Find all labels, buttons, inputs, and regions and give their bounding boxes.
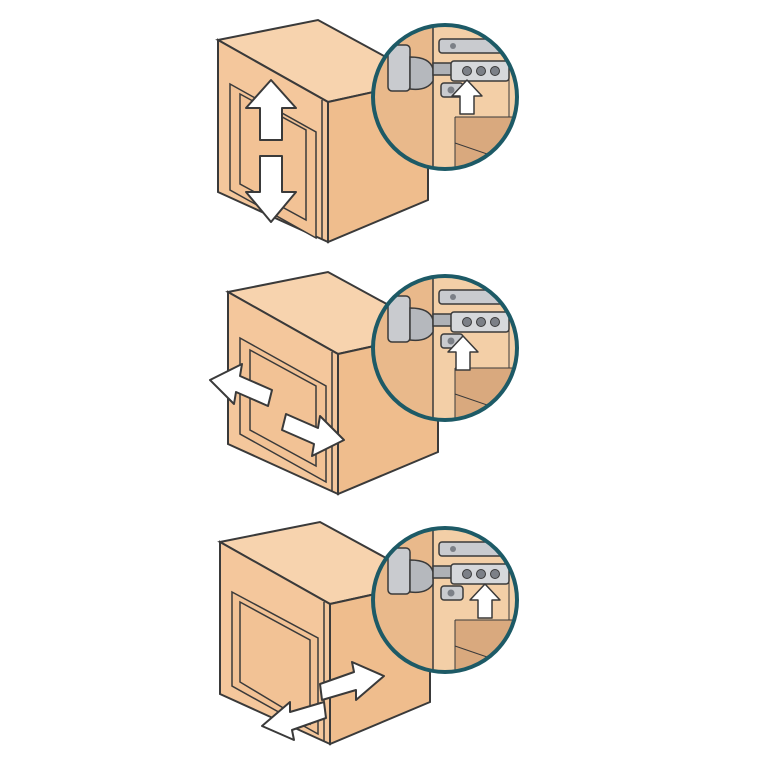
hinge-detail-3 bbox=[371, 526, 519, 674]
arrow-up-icon bbox=[469, 583, 501, 619]
in-out-arrows-icon bbox=[261, 661, 385, 741]
step-3-in-out bbox=[219, 521, 519, 745]
step-2-left-right bbox=[209, 271, 519, 495]
step-1-up-down bbox=[217, 19, 519, 243]
hinge-detail-2 bbox=[371, 274, 519, 422]
up-down-arrows-icon bbox=[245, 79, 297, 223]
cabinet-2 bbox=[227, 271, 439, 495]
left-right-arrows-icon bbox=[209, 363, 345, 457]
arrow-up-icon bbox=[451, 79, 483, 115]
arrow-up-icon bbox=[447, 335, 479, 371]
hinge-detail-1 bbox=[371, 23, 519, 171]
